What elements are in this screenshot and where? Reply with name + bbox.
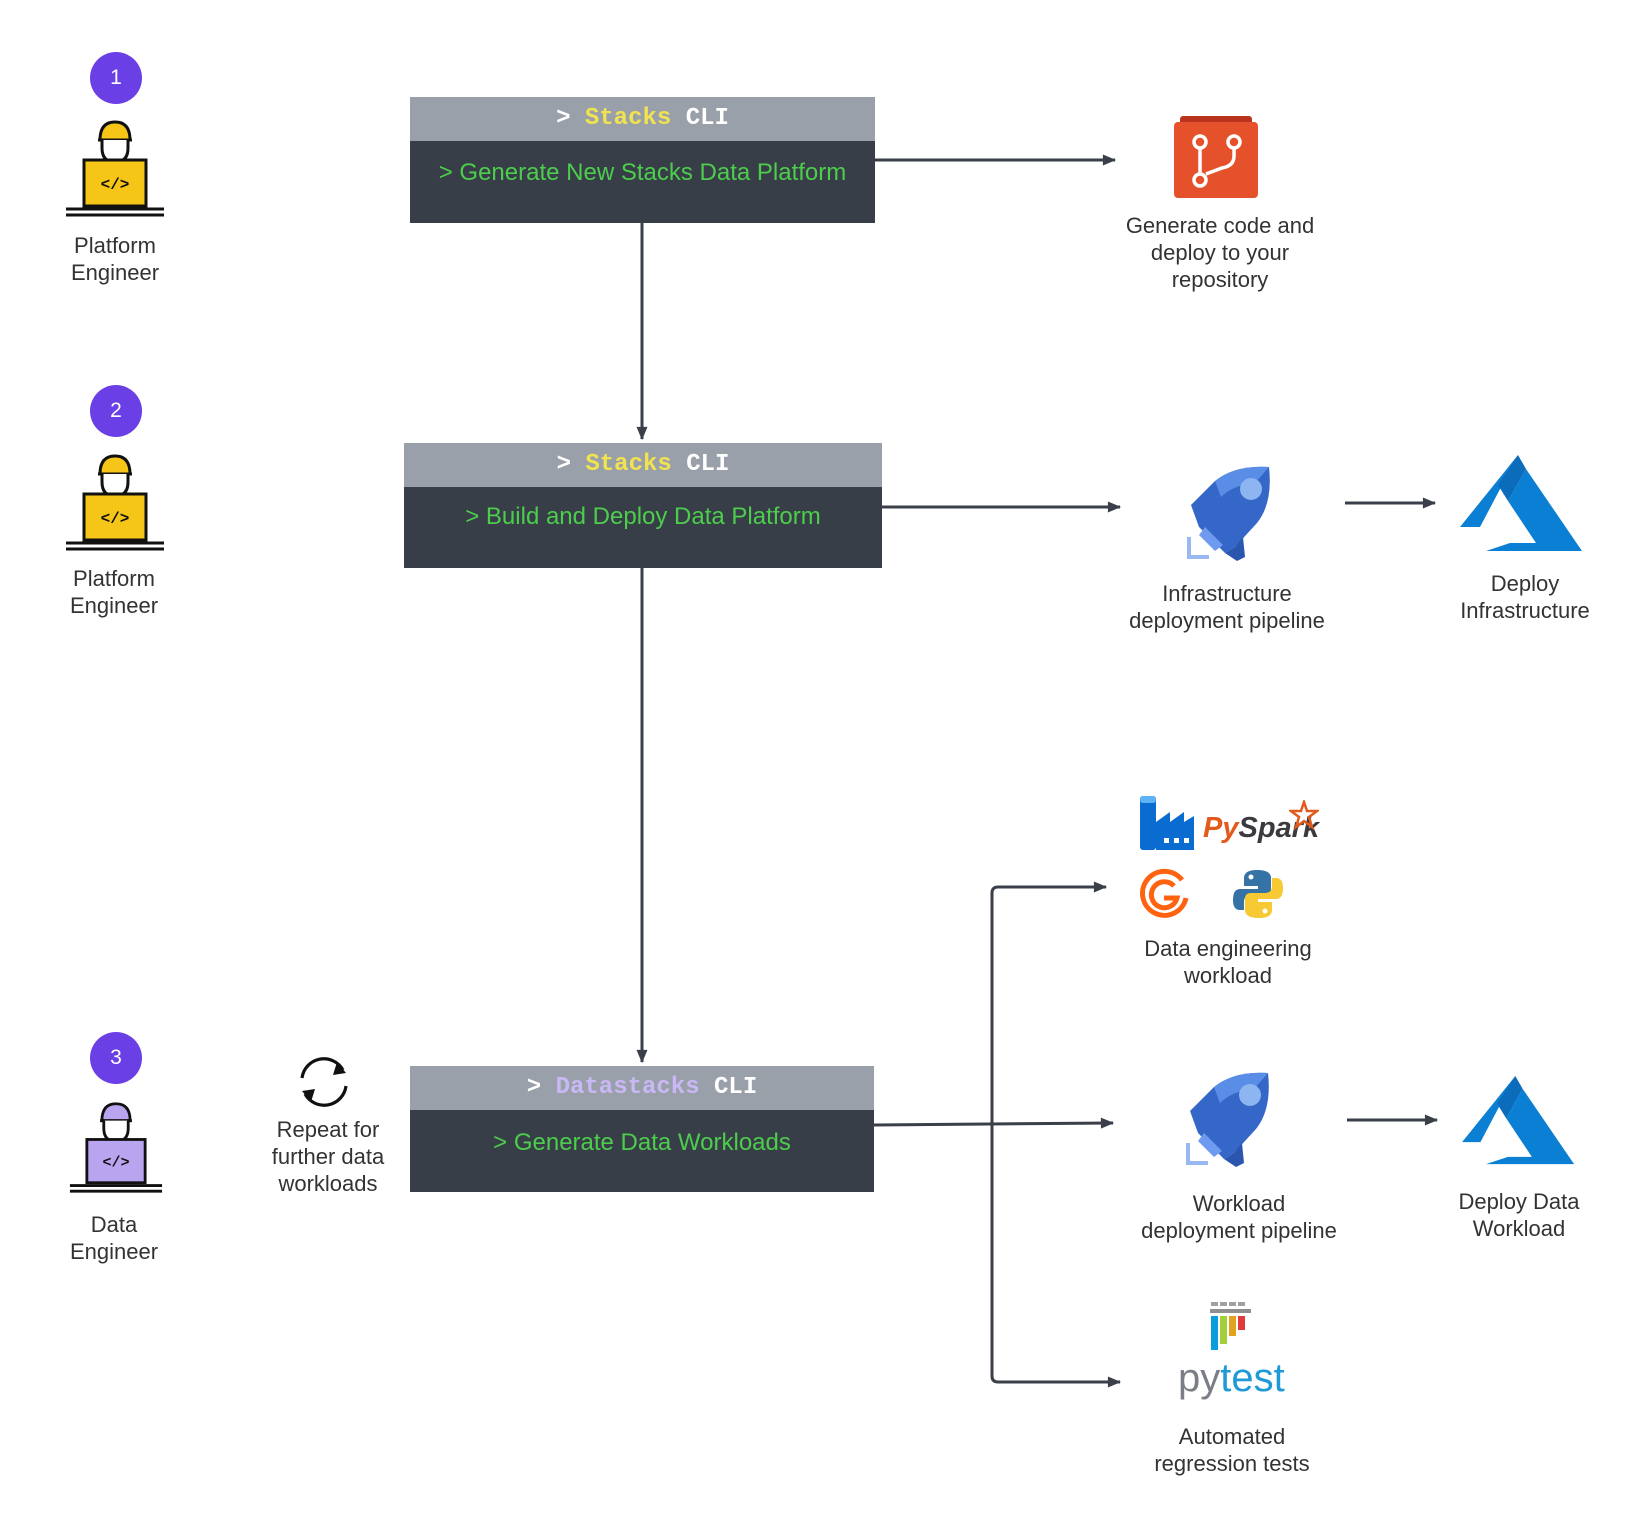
repeat-note: Repeat for further data workloads bbox=[248, 1116, 408, 1197]
repeat-note-line: workloads bbox=[278, 1171, 378, 1196]
refresh-icon bbox=[300, 1057, 348, 1107]
svg-text:</>: </> bbox=[101, 510, 130, 528]
python-icon bbox=[1233, 870, 1283, 918]
cli-header: > Stacks CLI bbox=[410, 97, 875, 141]
repeat-note-line: further data bbox=[271, 1144, 385, 1169]
label-line: Infrastructure bbox=[1460, 598, 1590, 623]
svg-text:</>: </> bbox=[102, 1154, 129, 1172]
azure-pipelines-icon bbox=[1186, 1072, 1269, 1167]
pyspark-word-py: Py bbox=[1203, 812, 1239, 844]
pytest-icon bbox=[1210, 1302, 1251, 1350]
pytest-word-test: test bbox=[1220, 1356, 1285, 1400]
label-line: Workload bbox=[1472, 1216, 1566, 1241]
label-line: Deploy bbox=[1490, 571, 1560, 596]
repeat-note-line: Repeat for bbox=[276, 1117, 380, 1142]
label-line: workload bbox=[1183, 963, 1273, 988]
label-line: regression tests bbox=[1154, 1451, 1310, 1476]
cli-box-generate-platform: > Stacks CLI > Generate New Stacks Data … bbox=[410, 97, 875, 223]
label-line: deployment pipeline bbox=[1129, 608, 1325, 633]
role-label-platform-engineer-2: Platform Engineer bbox=[24, 565, 204, 619]
data-engineer-icon: </> bbox=[69, 1102, 163, 1193]
label-line: Automated bbox=[1178, 1424, 1286, 1449]
data-factory-icon bbox=[1140, 796, 1194, 850]
role-label-data-engineer: Data Engineer bbox=[24, 1211, 204, 1265]
cli-prompt: > bbox=[526, 1074, 542, 1101]
label-workload-deploy: Deploy Data Workload bbox=[1414, 1188, 1624, 1242]
cli-command: > Build and Deploy Data Platform bbox=[465, 503, 821, 530]
pytest-wordmark: pytest bbox=[1178, 1356, 1285, 1400]
role-label-line: Data bbox=[90, 1212, 138, 1237]
cli-header: > Stacks CLI bbox=[404, 443, 882, 487]
cli-command: > Generate New Stacks Data Platform bbox=[438, 159, 847, 186]
cli-name: Stacks bbox=[584, 105, 672, 132]
role-label-line: Engineer bbox=[70, 260, 160, 285]
label-line: deploy to your bbox=[1150, 240, 1290, 265]
cli-header: > Datastacks CLI bbox=[410, 1066, 874, 1110]
label-line: Infrastructure bbox=[1162, 581, 1292, 606]
cli-name: Datastacks bbox=[555, 1074, 700, 1101]
label-line: Data engineering bbox=[1144, 936, 1312, 961]
pytest-word-py: py bbox=[1178, 1356, 1221, 1400]
cli-tool: CLI bbox=[685, 105, 729, 132]
label-workload-pipeline: Workload deployment pipeline bbox=[1124, 1190, 1354, 1244]
cli-prompt: > bbox=[556, 105, 571, 132]
step-badge-1: 1 bbox=[90, 52, 142, 104]
role-label-platform-engineer-1: Platform Engineer bbox=[25, 232, 205, 286]
role-label-line: Platform bbox=[73, 566, 155, 591]
git-repo-icon bbox=[1174, 116, 1258, 198]
cli-tool: CLI bbox=[714, 1074, 758, 1101]
label-infra-deploy: Deploy Infrastructure bbox=[1420, 570, 1630, 624]
label-line: Workload bbox=[1192, 1191, 1286, 1216]
azure-icon bbox=[1462, 1076, 1575, 1165]
label-line: deployment pipeline bbox=[1141, 1218, 1337, 1243]
cli-box-build-deploy-platform: > Stacks CLI > Build and Deploy Data Pla… bbox=[404, 443, 882, 568]
role-label-line: Platform bbox=[74, 233, 156, 258]
label-data-engineering: Data engineering workload bbox=[1118, 935, 1338, 989]
platform-engineer-icon: </> bbox=[66, 120, 164, 217]
platform-engineer-icon: </> bbox=[66, 454, 164, 551]
label-line: repository bbox=[1171, 267, 1269, 292]
label-regression-tests: Automated regression tests bbox=[1122, 1423, 1342, 1477]
cli-prompt: > bbox=[556, 451, 571, 478]
arrow-to-regression-tests bbox=[990, 1125, 1122, 1388]
azure-pipelines-icon bbox=[1187, 466, 1270, 561]
step-badge-2: 2 bbox=[90, 385, 142, 437]
label-repository: Generate code and deploy to your reposit… bbox=[1110, 212, 1330, 293]
cli-tool: CLI bbox=[686, 451, 730, 478]
label-infra-pipeline: Infrastructure deployment pipeline bbox=[1112, 580, 1342, 634]
cli-name: Stacks bbox=[585, 451, 672, 478]
label-line: Generate code and bbox=[1125, 213, 1315, 238]
pyspark-icon: PySpark bbox=[1203, 812, 1319, 844]
azure-icon bbox=[1460, 455, 1582, 551]
cli-command: > Generate Data Workloads bbox=[493, 1129, 791, 1156]
role-label-line: Engineer bbox=[69, 1239, 159, 1264]
arrow-to-data-engineering bbox=[990, 881, 1108, 1125]
role-label-line: Engineer bbox=[69, 593, 159, 618]
label-line: Deploy Data bbox=[1458, 1189, 1580, 1214]
svg-text:</>: </> bbox=[101, 176, 130, 194]
spark-star-icon bbox=[1289, 800, 1319, 830]
great-expectations-icon bbox=[1140, 868, 1189, 918]
step-badge-3: 3 bbox=[90, 1032, 142, 1084]
cli-box-generate-workloads: > Datastacks CLI > Generate Data Workloa… bbox=[410, 1066, 874, 1192]
pyspark-word-spark: Spark bbox=[1238, 812, 1320, 844]
